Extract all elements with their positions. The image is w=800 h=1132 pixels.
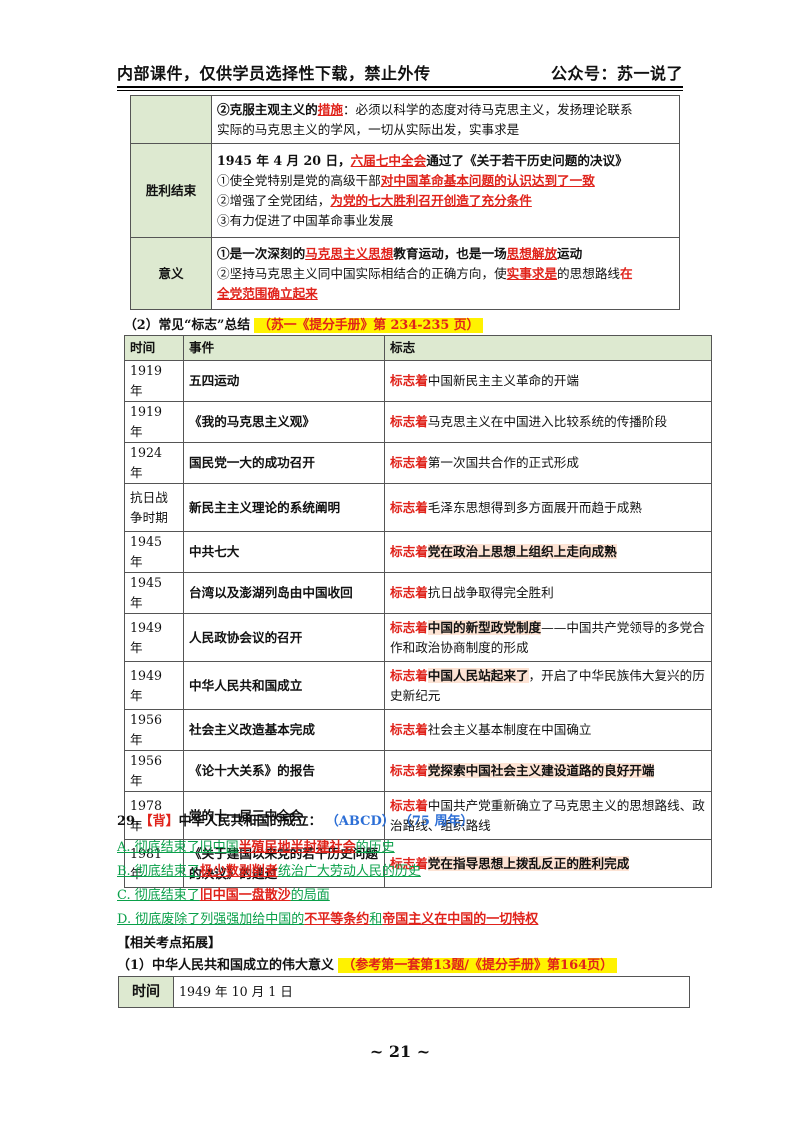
reference-highlight: （参考第一套第13题/《提分手册》第164页） <box>338 958 618 973</box>
page-number: ~ 21 ~ <box>369 1042 431 1061</box>
header-rule-thin <box>117 90 683 91</box>
table-cell: ②克服主观主义的措施：必须以科学的态度对待马克思主义，发扬理论联系 实际的马克思… <box>211 95 680 144</box>
header-right-text: 公众号：苏一说了 <box>550 64 683 83</box>
table-row: 1924 年国民党一大的成功召开 标志着第一次国共合作的正式形成 <box>124 442 712 484</box>
column-header: 时间 <box>124 335 184 361</box>
section-heading: （2）常见“标志”总结 （苏一《提分手册》第 234-235 页） <box>124 314 484 333</box>
table-row: 1956 年《论十大关系》的报告 标志着党探索中国社会主义建设道路的良好开端 <box>124 750 712 792</box>
table-row: 1956 年社会主义改造基本完成 标志着社会主义基本制度在中国确立 <box>124 709 712 751</box>
table-cell: 1945 年 4 月 20 日，六届七中全会通过了《关于若干历史问题的决议》 ①… <box>211 143 680 238</box>
row-label: 时间 <box>118 976 174 1008</box>
row-label: 意义 <box>130 237 212 310</box>
rectification-table: ②克服主观主义的措施：必须以科学的态度对待马克思主义，发扬理论联系 实际的马克思… <box>130 95 680 310</box>
extension-title: 【相关考点拓展】 <box>117 936 222 951</box>
table-row: 1949 年中华人民共和国成立 标志着中国人民站起来了，开启了中华民族伟大复兴的… <box>124 661 712 710</box>
column-header: 事件 <box>183 335 385 361</box>
column-header: 标志 <box>384 335 712 361</box>
milestones-table: 时间 事件 标志 1919 年五四运动 标志着中国新民主主义革命的开端 1919… <box>124 335 712 888</box>
table-row: 1919 年《我的马克思主义观》 标志着马克思主义在中国进入比较系统的传播阶段 <box>124 401 712 443</box>
reference-highlight: （苏一《提分手册》第 234-235 页） <box>254 318 484 333</box>
table-row: 1945 年中共七大 标志着党在政治上思想上组织上走向成熟 <box>124 531 712 573</box>
header-left-text: 内部课件，仅供学员选择性下载，禁止外传 <box>117 64 431 83</box>
option-a: A. 彻底结束了旧中国半殖民地半封建社会的历史 <box>117 840 395 855</box>
question-stem: 29.【背】中华人民共和国的成立： （ABCD） （75 周年） <box>117 814 474 829</box>
table-row: 1919 年五四运动 标志着中国新民主主义革命的开端 <box>124 360 712 402</box>
page-header: 内部课件，仅供学员选择性下载，禁止外传 公众号：苏一说了 <box>117 58 683 88</box>
table-header-row: 时间 事件 标志 <box>124 335 712 361</box>
table-cell-empty <box>130 95 212 144</box>
option-c: C. 彻底结束了旧中国一盘散沙的局面 <box>117 888 330 903</box>
option-d: D. 彻底废除了列强强加给中国的不平等条约和帝国主义在中国的一切特权 <box>117 912 539 927</box>
table-cell: 1949 年 10 月 1 日 <box>173 976 690 1008</box>
extension-subheading: （1）中华人民共和国成立的伟大意义 （参考第一套第13题/《提分手册》第164页… <box>117 954 618 973</box>
table-row: 1945 年台湾以及澎湖列岛由中国收回 标志着抗日战争取得完全胜利 <box>124 572 712 614</box>
header-rule-thick <box>117 86 683 88</box>
option-b: B. 彻底结束了极少数剥削者统治广大劳动人民的历史 <box>117 864 421 879</box>
table-row: 抗日战争时期新民主主义理论的系统阐明 标志着毛泽东思想得到多方面展开而趋于成熟 <box>124 483 712 532</box>
significance-table: 时间 1949 年 10 月 1 日 <box>118 976 690 1008</box>
table-row: 1981 年《关于建国以来党的若干历史问题的决议》的通过 标志着党在指导思想上拨… <box>124 839 712 888</box>
table-row: 1978 年党的十一届三中全会 标志着中国共产党重新确立了马克思主义的思想路线、… <box>124 791 712 840</box>
table-row: 1949 年人民政协会议的召开 标志着中国的新型政党制度——中国共产党领导的多党… <box>124 613 712 662</box>
row-label: 胜利结束 <box>130 143 212 238</box>
table-cell: ①是一次深刻的马克思主义思想教育运动，也是一场思想解放运动 ②坚持马克思主义同中… <box>211 237 680 310</box>
